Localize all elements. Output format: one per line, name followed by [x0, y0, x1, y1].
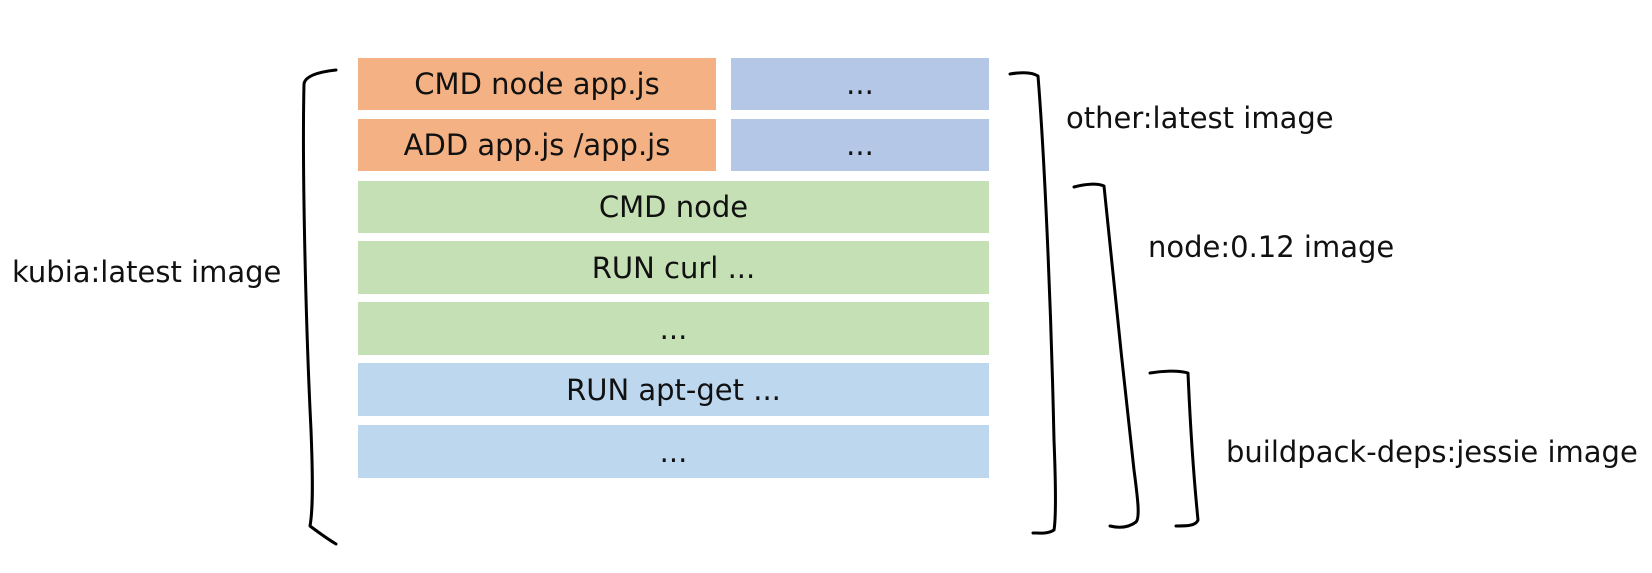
layer-run-apt-get: RUN apt-get ... — [358, 363, 989, 416]
bracket-other — [1008, 71, 1057, 535]
bracket-buildpack — [1148, 369, 1200, 528]
layer-cmd-node-app-js: CMD node app.js — [358, 58, 716, 110]
label-kubia-latest: kubia:latest image — [12, 255, 282, 289]
layer-add-app-js: ADD app.js /app.js — [358, 119, 716, 171]
layer-run-curl: RUN curl ... — [358, 241, 989, 294]
bracket-kubia — [301, 68, 338, 546]
layer-cmd-node: CMD node — [358, 181, 989, 233]
layer-other-second: ... — [731, 119, 989, 171]
layer-base-more: ... — [358, 425, 989, 478]
label-other-latest: other:latest image — [1066, 101, 1334, 135]
label-buildpack-deps-jessie: buildpack-deps:jessie image — [1226, 435, 1638, 469]
bracket-node — [1072, 182, 1140, 529]
layer-other-top: ... — [731, 58, 989, 110]
layer-node-more: ... — [358, 302, 989, 355]
label-node-0-12: node:0.12 image — [1148, 230, 1395, 264]
